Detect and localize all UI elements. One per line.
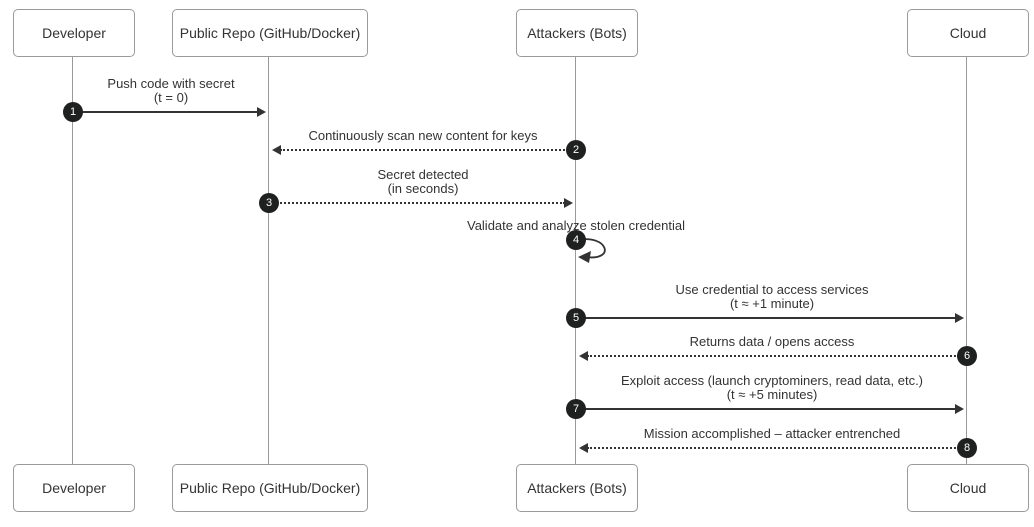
message-4-number-badge: 4 — [566, 230, 586, 250]
message-7-label: Exploit access (launch cryptominers, rea… — [620, 373, 924, 402]
message-5-arrowhead-icon — [955, 313, 964, 323]
actor-label: Developer — [42, 25, 106, 41]
message-2-line — [280, 149, 576, 151]
actor-public-repo-bottom: Public Repo (GitHub/Docker) — [172, 464, 368, 512]
actor-attackers-top: Attackers (Bots) — [516, 9, 638, 57]
actor-label: Attackers (Bots) — [527, 480, 627, 496]
message-2-arrowhead-icon — [272, 145, 281, 155]
actor-label: Public Repo (GitHub/Docker) — [179, 25, 361, 41]
actor-label: Attackers (Bots) — [527, 25, 627, 41]
message-3-line — [269, 202, 565, 204]
message-8-number-badge: 8 — [957, 438, 977, 458]
message-1-line — [73, 111, 258, 113]
message-6-number-badge: 6 — [957, 346, 977, 366]
actor-developer-top: Developer — [13, 9, 135, 57]
message-4-label: Validate and analyze stolen credential — [466, 218, 686, 233]
message-7-arrowhead-icon — [955, 404, 964, 414]
message-2-label: Continuously scan new content for keys — [308, 128, 538, 143]
actor-attackers-bottom: Attackers (Bots) — [516, 464, 638, 512]
actor-label: Cloud — [949, 25, 987, 41]
lifeline-public-repo — [268, 57, 269, 464]
message-1-number-badge: 1 — [63, 102, 83, 122]
actor-cloud-bottom: Cloud — [907, 464, 1029, 512]
actor-label: Developer — [42, 480, 106, 496]
message-5-number-badge: 5 — [566, 308, 586, 328]
message-7-line — [576, 408, 956, 410]
message-1-label: Push code with secret (t = 0) — [107, 76, 235, 105]
message-7-number-badge: 7 — [566, 399, 586, 419]
message-6-arrowhead-icon — [579, 351, 588, 361]
actor-cloud-top: Cloud — [907, 9, 1029, 57]
message-5-label: Use credential to access services (t ≈ +… — [675, 282, 869, 311]
message-6-label: Returns data / opens access — [689, 334, 855, 349]
message-3-arrowhead-icon — [564, 198, 573, 208]
message-6-line — [587, 355, 967, 357]
lifeline-cloud — [966, 57, 967, 464]
message-1-arrowhead-icon — [257, 107, 266, 117]
actor-developer-bottom: Developer — [13, 464, 135, 512]
message-3-label: Secret detected (in seconds) — [377, 167, 469, 196]
actor-label: Public Repo (GitHub/Docker) — [179, 480, 361, 496]
message-2-number-badge: 2 — [566, 140, 586, 160]
lifeline-developer — [72, 57, 73, 464]
actor-label: Cloud — [949, 480, 987, 496]
message-3-number-badge: 3 — [259, 193, 279, 213]
message-5-line — [576, 317, 956, 319]
lifeline-attackers — [575, 57, 576, 464]
message-8-label: Mission accomplished – attacker entrench… — [643, 426, 901, 441]
actor-public-repo-top: Public Repo (GitHub/Docker) — [172, 9, 368, 57]
message-8-line — [587, 447, 967, 449]
message-8-arrowhead-icon — [579, 443, 588, 453]
